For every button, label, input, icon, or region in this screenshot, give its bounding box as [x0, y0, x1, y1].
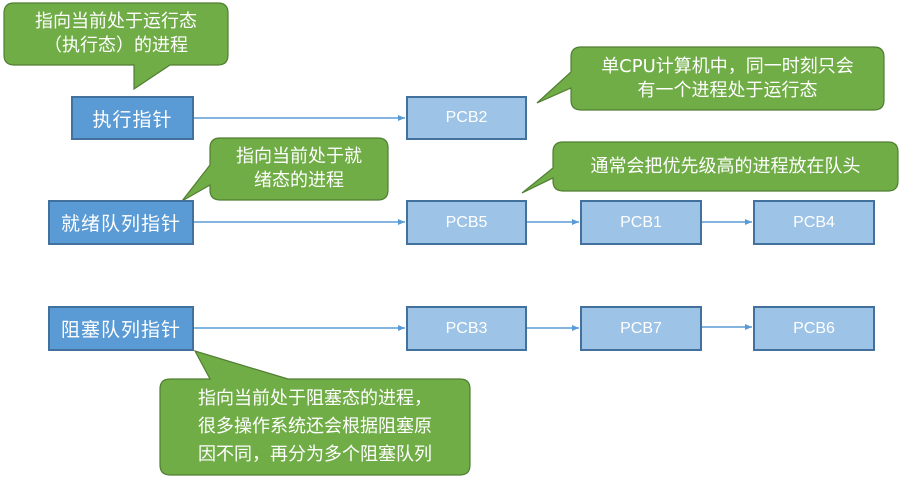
pcb-label: PCB4 — [793, 213, 835, 231]
callout-priority-shape — [521, 141, 899, 194]
pcb-label: PCB3 — [445, 319, 488, 337]
pcb-label: PCB5 — [445, 213, 488, 231]
callout-ready-pointer: 指向当前处于就 绪态的进程 — [210, 138, 388, 200]
callout-line: 单CPU计算机中，同一时刻只会 — [601, 55, 854, 77]
pcb-running-0: PCB2 — [406, 96, 527, 140]
pcb-blocked-2: PCB6 — [753, 306, 875, 351]
callout-line: 指向当前处于运行态 — [35, 11, 197, 32]
callout-blocked-pointer: 指向当前处于阻塞态的进程， 很多操作系统还会根据阻塞原 因不同，再分为多个阻塞队… — [160, 379, 470, 475]
ready-queue-pointer-label: 就绪队列指针 — [60, 213, 181, 235]
blocked-queue-pointer-label: 阻塞队列指针 — [60, 319, 181, 341]
callout-ready-pointer-shape — [181, 137, 389, 202]
callout-line: 因不同，再分为多个阻塞队列 — [198, 444, 432, 465]
pcb-label: PCB2 — [445, 109, 488, 126]
callout-single-cpu: 单CPU计算机中，同一时刻只会 有一个进程处于运行态 — [571, 47, 884, 110]
blocked-queue-pointer-box: 阻塞队列指针 — [48, 306, 194, 351]
pcb-label: PCB6 — [793, 319, 835, 337]
callout-line: 很多操作系统还会根据阻塞原 — [198, 416, 432, 437]
callout-line: 指向当前处于就 — [236, 146, 362, 167]
pcb-ready-0: PCB5 — [406, 200, 527, 245]
pcb-label: PCB7 — [620, 319, 662, 337]
callout-line: （执行态）的进程 — [44, 35, 188, 56]
pcb-ready-2: PCB4 — [753, 200, 875, 245]
ready-queue-pointer-box: 就绪队列指针 — [48, 200, 194, 245]
callout-line: 指向当前处于阻塞态的进程， — [198, 388, 432, 409]
callout-line: 通常会把优先级高的进程放在队头 — [590, 155, 861, 177]
pcb-label: PCB1 — [620, 213, 662, 231]
callout-line: 有一个进程处于运行态 — [637, 79, 818, 101]
callout-line: 绪态的进程 — [254, 170, 344, 191]
callout-blocked-pointer-shape — [159, 350, 471, 476]
running-pointer-box: 执行指针 — [71, 96, 194, 140]
pcb-blocked-0: PCB3 — [406, 306, 527, 351]
callout-running-pointer: 指向当前处于运行态 （执行态）的进程 — [4, 3, 228, 65]
pcb-ready-1: PCB1 — [580, 200, 702, 245]
running-pointer-label: 执行指针 — [92, 108, 173, 131]
callout-single-cpu-shape — [536, 46, 885, 111]
pcb-blocked-1: PCB7 — [580, 306, 702, 351]
callout-running-pointer-shape — [3, 2, 229, 91]
callout-priority: 通常会把优先级高的进程放在队头 — [553, 142, 898, 191]
